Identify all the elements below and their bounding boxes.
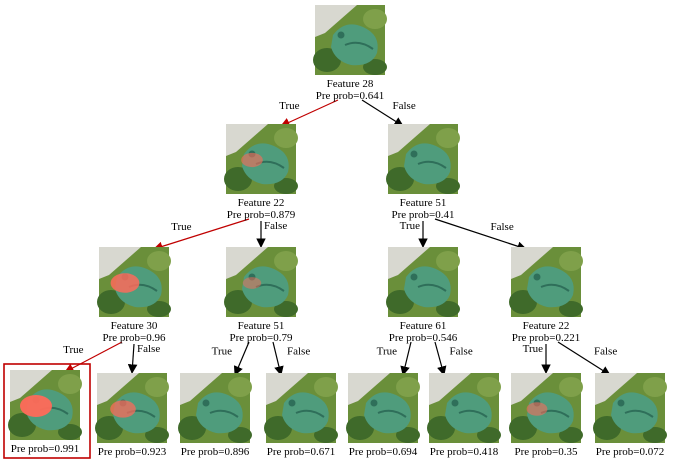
leaf-node: Pre prob=0.694 <box>346 373 420 458</box>
node-thumbnail <box>386 247 460 317</box>
node-thumbnail <box>178 373 252 443</box>
node-prob-label: Pre prob=0.35 <box>514 446 578 458</box>
node-prob-label: Pre prob=0.641 <box>316 90 385 102</box>
tree-edge: False <box>272 341 310 376</box>
edge-label: False <box>393 100 416 112</box>
edge-label: True <box>279 100 299 112</box>
edge-arrow <box>280 99 339 127</box>
node-prob-label: Pre prob=0.879 <box>227 209 296 221</box>
node-thumbnail <box>224 124 298 194</box>
tree-edge: True <box>212 341 250 376</box>
edge-arrow <box>361 99 404 127</box>
node-thumbnail <box>264 373 338 443</box>
tree-edge: False <box>361 99 416 127</box>
tree-edge: True <box>279 99 339 127</box>
node-thumbnail <box>593 373 667 443</box>
leaf-node: Pre prob=0.418 <box>427 373 501 458</box>
node-prob-label: Pre prob=0.896 <box>181 446 250 458</box>
tree-edge: False <box>434 218 527 251</box>
node-thumbnail <box>509 373 583 443</box>
node-prob-label: Pre prob=0.694 <box>349 446 418 458</box>
leaf-node: Pre prob=0.072 <box>593 373 667 458</box>
node-prob-label: Pre prob=0.418 <box>430 446 499 458</box>
edge-arrow <box>434 218 527 251</box>
node-feature-label: Feature 51 <box>238 320 285 332</box>
edge-arrow <box>233 341 250 376</box>
edge-arrow <box>400 341 412 376</box>
edge-arrow <box>64 341 123 373</box>
edge-label: False <box>491 221 514 233</box>
node-prob-label: Pre prob=0.79 <box>229 332 293 344</box>
node-thumbnail <box>346 373 420 443</box>
node-prob-label: Pre prob=0.923 <box>98 446 167 458</box>
tree-edge: False <box>557 341 617 376</box>
edge-label: False <box>287 346 310 358</box>
edge-arrow <box>153 218 250 251</box>
leaf-node: Pre prob=0.991 <box>3 363 91 459</box>
edge-label: True <box>212 346 232 358</box>
edge-label: True <box>377 346 397 358</box>
node-prob-label: Pre prob=0.546 <box>389 332 458 344</box>
node-feature-label: Feature 51 <box>400 197 447 209</box>
edge-label: False <box>264 220 287 232</box>
node-prob-label: Pre prob=0.41 <box>391 209 454 221</box>
node-thumbnail <box>95 373 169 443</box>
node-thumbnail <box>97 247 171 317</box>
node-feature-label: Feature 22 <box>238 197 285 209</box>
tree-edge: True <box>377 341 412 376</box>
node-prob-label: Pre prob=0.991 <box>11 443 80 455</box>
edge-label: False <box>137 343 160 355</box>
node-thumbnail <box>313 5 387 75</box>
leaf-node: Pre prob=0.671 <box>264 373 338 458</box>
tree-edge: True <box>523 343 551 374</box>
node-feature-label: Feature 22 <box>523 320 570 332</box>
node-thumbnail <box>8 370 82 440</box>
edge-label: True <box>523 343 543 355</box>
edge-label: True <box>400 220 420 232</box>
leaf-node: Pre prob=0.923 <box>95 373 169 458</box>
selected-leaf-frame <box>3 363 91 459</box>
tree-edge: False <box>127 343 160 374</box>
tree-edge: False <box>256 220 287 248</box>
edge-label: False <box>450 346 473 358</box>
node-feature-label: Feature 61 <box>400 320 447 332</box>
node-thumbnail <box>509 247 583 317</box>
node-feature-label: Feature 30 <box>111 320 158 332</box>
edge-arrow <box>127 343 138 374</box>
node-prob-label: Pre prob=0.072 <box>596 446 665 458</box>
node-feature-label: Feature 28 <box>327 78 374 90</box>
node-prob-label: Pre prob=0.671 <box>267 446 336 458</box>
tree-edge: False <box>434 341 473 376</box>
leaf-node: Pre prob=0.896 <box>178 373 252 458</box>
tree-edge: True <box>400 220 428 248</box>
node-thumbnail <box>224 247 298 317</box>
edge-arrow <box>272 341 284 376</box>
node-thumbnail <box>386 124 460 194</box>
edge-label: True <box>63 344 83 356</box>
leaf-node: Pre prob=0.35 <box>509 373 583 458</box>
node-prob-label: Pre prob=0.221 <box>512 332 581 344</box>
tree-edge: True <box>153 218 250 251</box>
edge-label: True <box>171 221 191 233</box>
node-prob-label: Pre prob=0.96 <box>102 332 166 344</box>
edge-arrow <box>434 341 447 376</box>
edge-arrow <box>557 341 611 376</box>
node-thumbnail <box>427 373 501 443</box>
edge-label: False <box>594 346 617 358</box>
tree-edge: True <box>63 341 123 373</box>
